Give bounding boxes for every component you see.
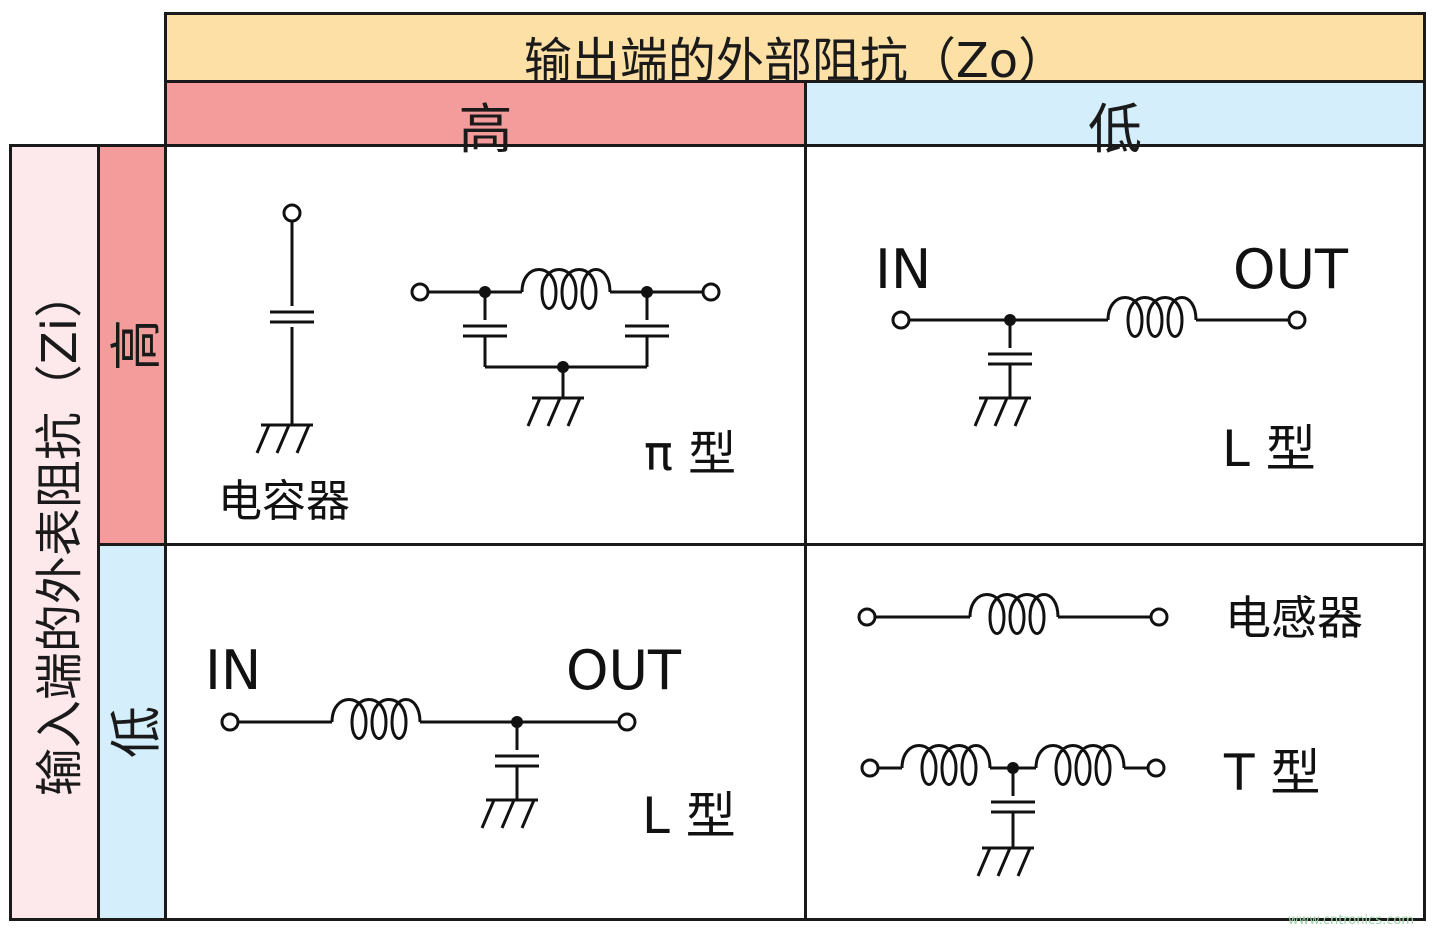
output-low-header: 低 [804, 80, 1426, 161]
l-filter-circuit-high-low [891, 296, 1307, 428]
cell-low-low [804, 543, 1426, 921]
pi-type-label: π 型 [644, 426, 736, 482]
input-high-header: 高 [97, 144, 168, 546]
pi-filter-circuit [410, 268, 721, 428]
out-label-low-high: OUT [566, 639, 682, 702]
inductor-circuit [857, 593, 1169, 635]
output-impedance-title: 输出端的外部阻抗（Zo） [523, 33, 1067, 89]
output-low-label: 低 [1088, 98, 1142, 161]
t-filter-circuit [860, 744, 1166, 878]
watermark: www.cntronics.com [1287, 913, 1414, 928]
l-type-label-low-high: L 型 [642, 787, 736, 845]
input-low-header: 低 [97, 543, 168, 921]
in-label-low-high: IN [205, 639, 261, 702]
t-type-label: T 型 [1223, 744, 1320, 802]
inductor-label: 电感器 [1225, 591, 1363, 645]
l-filter-circuit-low-high [220, 698, 637, 830]
capacitor-label: 电容器 [218, 476, 350, 527]
capacitor-circuit [255, 203, 316, 455]
l-type-label-high-low: L 型 [1222, 420, 1316, 478]
output-high-label: 高 [458, 98, 513, 161]
out-label-high-low: OUT [1233, 238, 1349, 301]
output-impedance-header: 输出端的外部阻抗（Zo） [164, 12, 1426, 89]
in-label-high-low: IN [875, 238, 931, 301]
